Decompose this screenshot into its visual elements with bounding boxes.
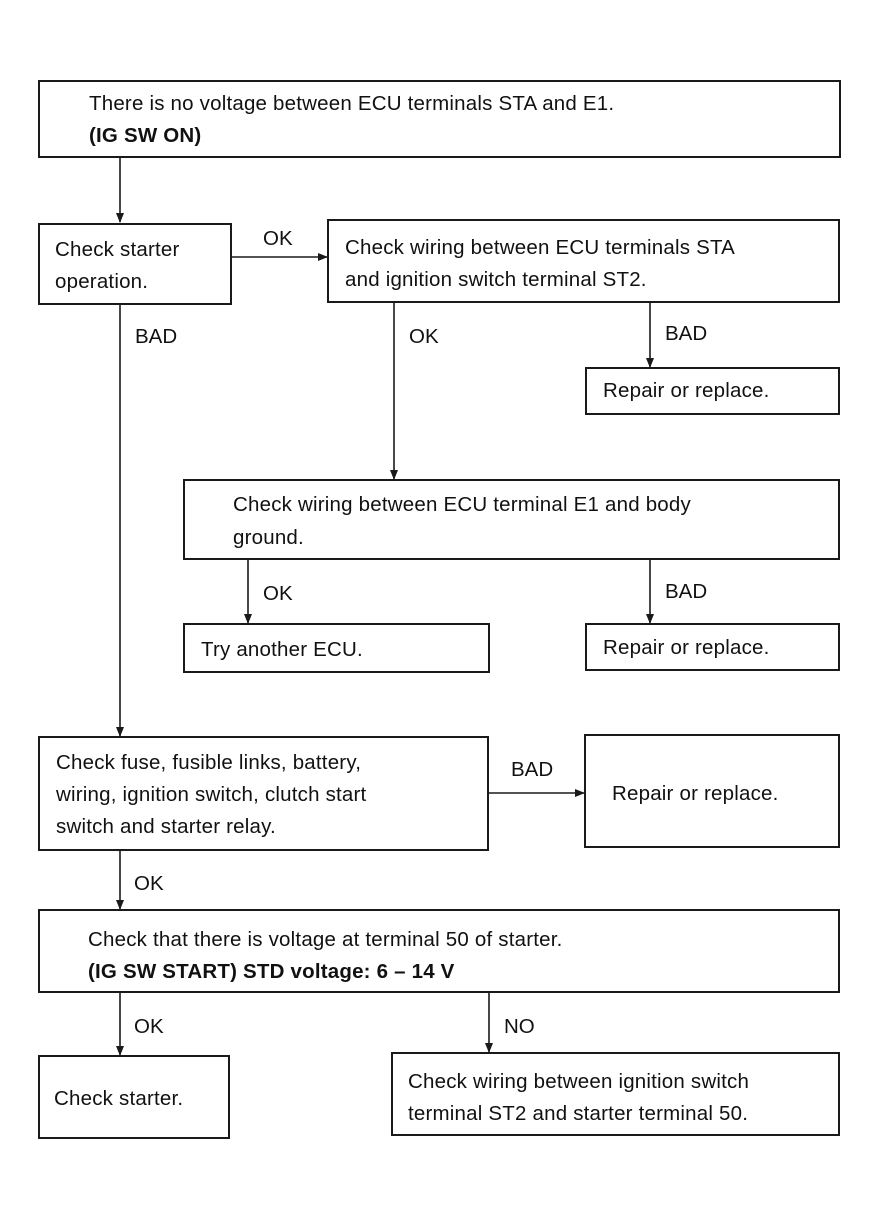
edge-label-bad: BAD bbox=[665, 322, 708, 345]
edge-label-ok: OK bbox=[134, 1015, 164, 1038]
node-text-line2: ground. bbox=[233, 526, 304, 549]
node-repair-or-replace-3: Repair or replace. bbox=[584, 734, 840, 848]
node-no-voltage-sta-e1: There is no voltage between ECU terminal… bbox=[38, 80, 841, 158]
edge-label-ok: OK bbox=[263, 582, 293, 605]
node-repair-or-replace-1: Repair or replace. bbox=[585, 367, 840, 415]
node-check-wiring-e1-ground: Check wiring between ECU terminal E1 and… bbox=[183, 479, 840, 560]
node-text-line1: Check starter bbox=[55, 238, 180, 261]
edge-label-bad: BAD bbox=[135, 325, 178, 348]
node-text-line1: Check wiring between ignition switch bbox=[408, 1070, 750, 1093]
node-text-line2: and ignition switch terminal ST2. bbox=[345, 268, 647, 291]
node-try-another-ecu: Try another ECU. bbox=[183, 623, 490, 673]
node-check-starter: Check starter. bbox=[38, 1055, 230, 1139]
node-check-fuse-links-battery: Check fuse, fusible links, battery, wiri… bbox=[38, 736, 489, 851]
node-text-line2: wiring, ignition switch, clutch start bbox=[56, 783, 367, 806]
node-repair-or-replace-2: Repair or replace. bbox=[585, 623, 840, 671]
node-text-line3: switch and starter relay. bbox=[56, 815, 276, 838]
node-check-starter-operation: Check starter operation. bbox=[38, 223, 232, 305]
node-text-line1: There is no voltage between ECU terminal… bbox=[89, 92, 615, 115]
node-text-line1: Check fuse, fusible links, battery, bbox=[56, 751, 362, 774]
node-text-line2: terminal ST2 and starter terminal 50. bbox=[408, 1102, 749, 1125]
edge-label-bad: BAD bbox=[511, 758, 554, 781]
node-text-line2: (IG SW ON) bbox=[89, 124, 202, 147]
edge-label-ok: OK bbox=[134, 872, 164, 895]
node-text-line2: (IG SW START) STD voltage: 6 – 14 V bbox=[88, 960, 455, 983]
node-text: Repair or replace. bbox=[603, 379, 770, 402]
edge-label-no: NO bbox=[504, 1015, 535, 1038]
node-check-voltage-terminal-50: Check that there is voltage at terminal … bbox=[38, 909, 840, 993]
node-text: Repair or replace. bbox=[612, 782, 779, 805]
node-check-wiring-sta-st2: Check wiring between ECU terminals STA a… bbox=[327, 219, 840, 303]
node-text: Try another ECU. bbox=[201, 638, 363, 661]
edge-label-ok: OK bbox=[409, 325, 439, 348]
node-text: Repair or replace. bbox=[603, 636, 770, 659]
node-text-line1: Check wiring between ECU terminals STA bbox=[345, 236, 736, 259]
node-check-wiring-st2-terminal-50: Check wiring between ignition switch ter… bbox=[391, 1052, 840, 1136]
node-text-line1: Check wiring between ECU terminal E1 and… bbox=[233, 493, 691, 516]
node-text: Check starter. bbox=[54, 1087, 184, 1110]
edge-label-ok: OK bbox=[263, 227, 293, 250]
node-text-line2: operation. bbox=[55, 270, 149, 293]
edge-label-bad: BAD bbox=[665, 580, 708, 603]
node-text-line1: Check that there is voltage at terminal … bbox=[88, 928, 563, 951]
